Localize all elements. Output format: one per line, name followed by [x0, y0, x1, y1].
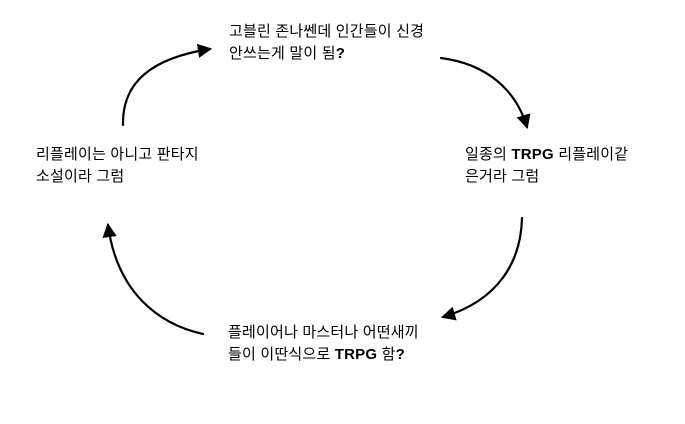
node-top-line2: 안쓰는게 말이 됨?	[229, 45, 346, 62]
node-bottom: 플레이어나 마스터나 어떤새끼 들이 이딴식으로 TRPG 함?	[228, 322, 419, 366]
node-right: 일종의 TRPG 리플레이같 은거라 그럼	[465, 144, 628, 188]
node-top-line1: 고블린 존나쎈데 인간들이 신경	[229, 23, 425, 40]
node-right-line2: 은거라 그럼	[465, 168, 540, 185]
arrow-right-to-bottom	[440, 216, 524, 321]
node-bottom-line2: 들이 이딴식으로 TRPG 함?	[228, 346, 405, 363]
arrow-left-to-top	[121, 43, 213, 127]
node-left-line1: 리플레이는 아니고 판타지	[36, 146, 199, 163]
arrow-bottom-to-left	[102, 222, 205, 336]
arrow-top-to-right	[439, 56, 531, 130]
node-right-line1: 일종의 TRPG 리플레이같	[465, 146, 629, 163]
node-left-line2: 소설이라 그럼	[36, 168, 125, 185]
node-left: 리플레이는 아니고 판타지 소설이라 그럼	[36, 144, 199, 188]
node-bottom-line1: 플레이어나 마스터나 어떤새끼	[228, 324, 419, 341]
node-top: 고블린 존나쎈데 인간들이 신경 안쓰는게 말이 됨?	[229, 21, 424, 65]
